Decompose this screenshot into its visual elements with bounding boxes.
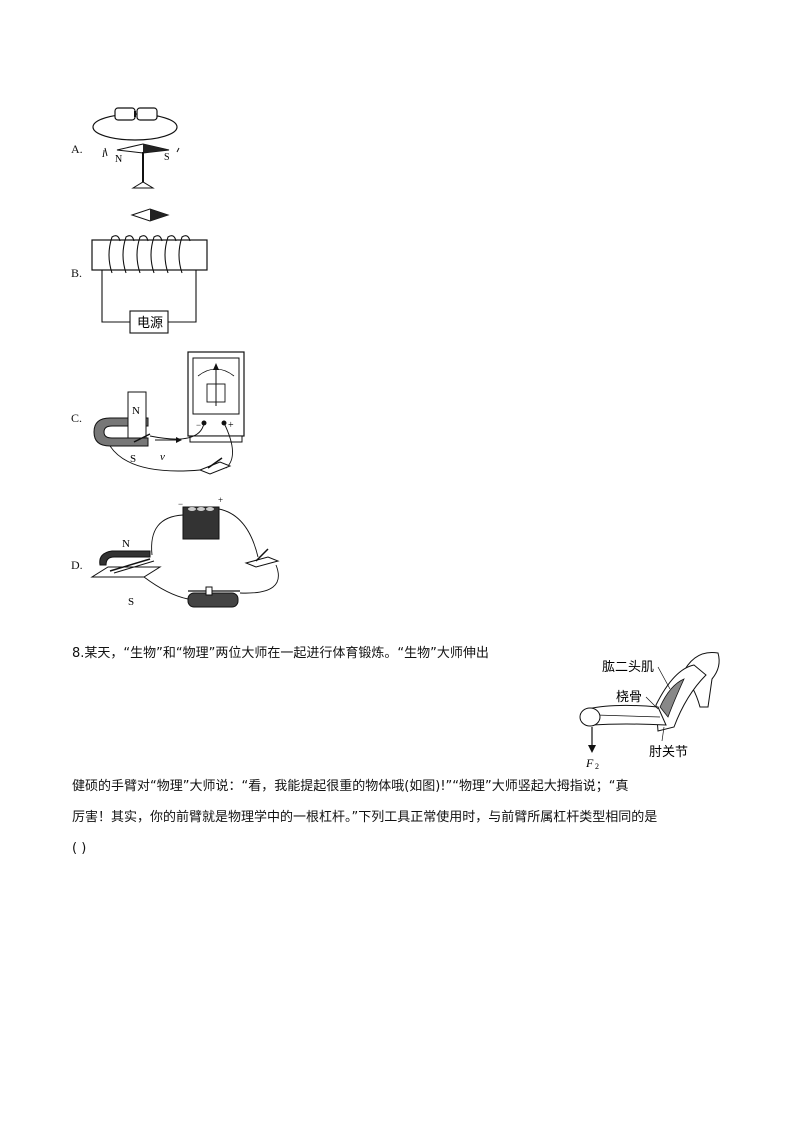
biceps-label: 肱二头肌 [602,660,654,675]
solenoid-core [91,239,208,271]
svg-text:S: S [128,596,134,608]
velocity-label: v [160,451,165,463]
option-c-figure: − + N S v [93,351,245,475]
south-label: S [164,152,170,163]
svg-text:N: N [132,405,140,417]
svg-text:−: − [196,420,201,430]
option-b-label: B. [71,266,83,280]
option-b-figure: 电源 [91,208,208,334]
svg-text:N: N [122,538,130,550]
svg-text:+: + [228,420,234,431]
current-symbol: I [101,149,106,159]
arm-lever-figure: F 2 肱二头肌 桡骨 肘关节 [579,651,720,770]
answer-blank: ( ) [72,841,87,856]
question-8-line-2: 健硕的手臂对“物理”大师说：“看，我能提起很重的物体哦(如图)!”“物理”大师竖… [72,779,629,794]
option-c-label: C. [71,411,83,425]
option-a-figure: I N S [92,107,180,189]
svg-text:+: + [218,495,223,505]
power-source-box [129,310,169,334]
horseshoe-magnet [90,550,162,578]
svg-text:F: F [585,756,594,770]
north-label: N [115,154,122,165]
radius-label: 桡骨 [616,690,642,705]
galvanometer: − + [187,351,245,443]
question-8-line-1: 8.某天，“生物”和“物理”两位大师在一起进行体育锻炼。“生物”大师伸出 [72,646,489,661]
option-a-label: A. [71,142,83,156]
coil [108,235,191,274]
svg-text:−: − [178,499,183,509]
elbow-label: 肘关节 [649,745,688,760]
option-d-label: D. [71,558,83,572]
battery-cell [114,107,136,121]
biceps-muscle [659,678,685,718]
svg-text:2: 2 [595,762,599,770]
switch [198,457,232,475]
battery-cell [136,107,158,121]
horseshoe-magnet [93,391,149,447]
power-source-label: 电源 [137,316,163,331]
svg-text:S: S [130,453,136,465]
switch [244,548,280,568]
question-8-line-3: 厉害！其实，你的前臂就是物理学中的一根杠杆。”下列工具正常使用时，与前臂所属杠杆… [72,810,658,825]
option-d-figure: − + N S [90,495,280,608]
rheostat [187,586,240,608]
battery: − + [178,495,223,540]
